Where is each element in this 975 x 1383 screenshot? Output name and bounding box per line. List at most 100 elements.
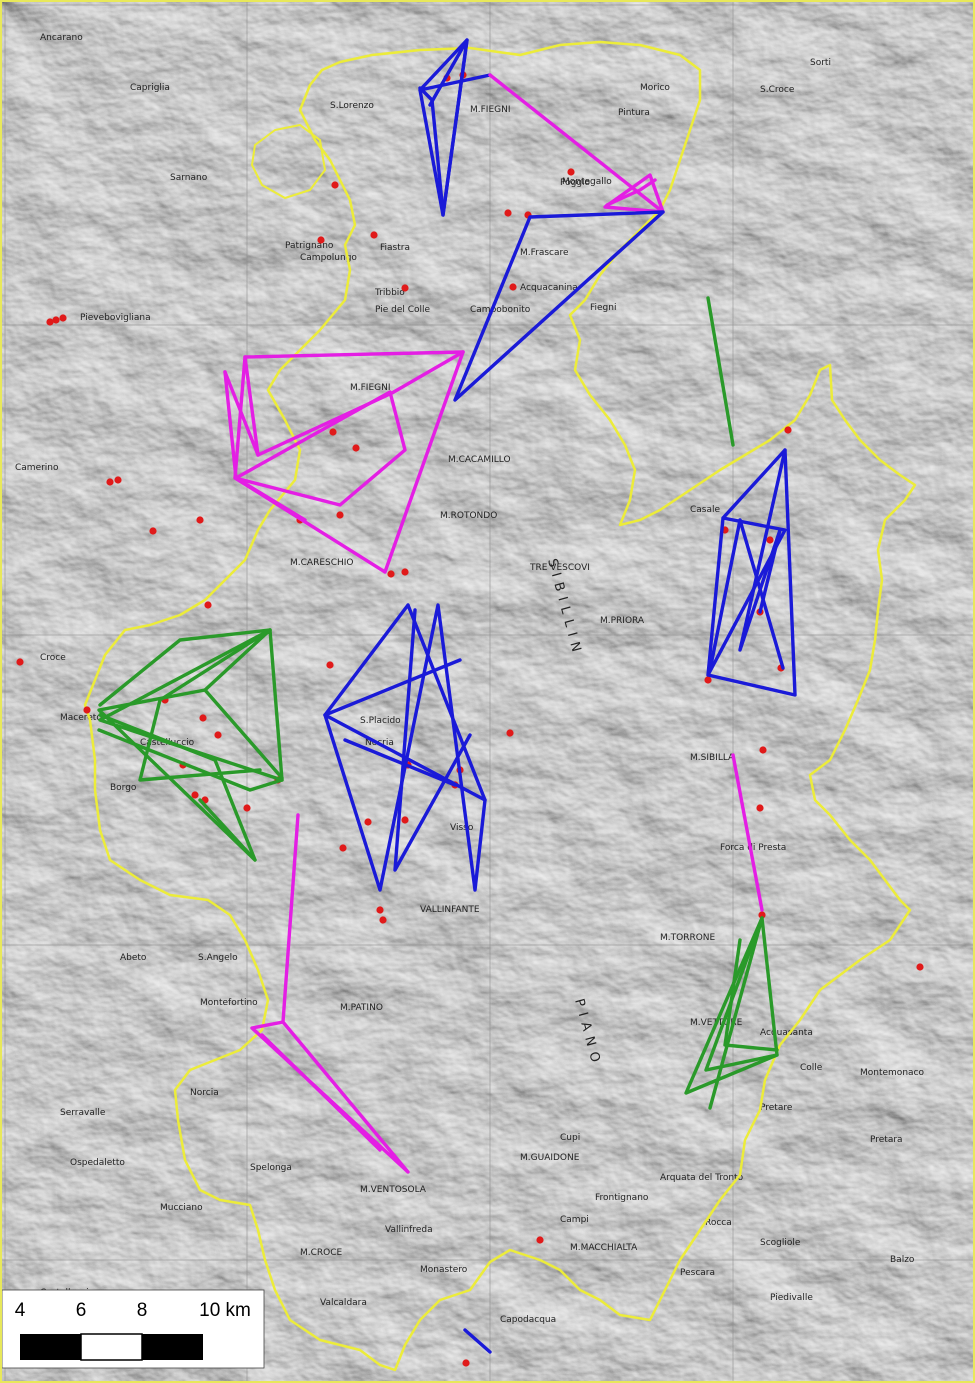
place-label: M.PATINO [340, 1003, 383, 1013]
place-label: Balzo [890, 1255, 915, 1265]
place-label: Spelonga [250, 1163, 292, 1173]
survey-point [536, 1236, 544, 1244]
place-label: Scogliole [760, 1238, 801, 1248]
place-label: Frontignano [595, 1193, 649, 1203]
survey-point [191, 791, 199, 799]
survey-point [506, 729, 514, 737]
green-transect [704, 916, 779, 1072]
survey-point [462, 1359, 470, 1367]
place-label: Campi [560, 1215, 589, 1225]
survey-point [784, 426, 792, 434]
blue-transect [453, 210, 665, 402]
place-label: Fiegni [590, 303, 616, 313]
place-label: Casale [690, 505, 721, 515]
place-label: Mucciano [160, 1203, 203, 1213]
place-label: Pintura [618, 108, 650, 118]
place-label: Ancarano [40, 33, 83, 43]
place-label: S.Lorenzo [330, 101, 374, 111]
survey-point [567, 168, 575, 176]
blue-transect [323, 658, 462, 717]
place-label: M.MACCHIALTA [570, 1243, 638, 1253]
place-label: Campolungo [300, 253, 357, 263]
magenta-transect [605, 178, 657, 207]
survey-point [329, 428, 337, 436]
place-label: Vallinfreda [385, 1225, 433, 1235]
place-label: Montemonaco [860, 1068, 924, 1078]
blue-transect [428, 38, 469, 217]
survey-point [114, 476, 122, 484]
place-label: Sorti [810, 58, 831, 68]
magenta-transect [250, 813, 410, 1174]
survey-point [758, 911, 766, 919]
magenta-transect [731, 753, 764, 912]
survey-point [243, 804, 251, 812]
survey-point [504, 209, 512, 217]
survey-point [339, 844, 347, 852]
magenta-transect [488, 73, 665, 214]
place-label: TRE VESCOVI [529, 563, 590, 573]
green-transect [198, 798, 257, 862]
park-boundary [83, 40, 917, 1372]
survey-point [326, 661, 334, 669]
survey-point [704, 676, 712, 684]
place-label: Ospedaletto [70, 1158, 125, 1168]
place-label: M.PRIORA [600, 616, 645, 626]
blue-transect [738, 518, 785, 670]
magenta-transect [223, 370, 260, 457]
survey-point [916, 963, 924, 971]
place-label: VALLINFANTE [420, 905, 480, 915]
survey-point [199, 714, 207, 722]
place-label: Patrignano [285, 241, 334, 251]
place-label: M.CROCE [300, 1248, 343, 1258]
place-label: Serravalle [60, 1108, 106, 1118]
place-label: M.TORRONE [660, 933, 716, 943]
scale-tick-6: 6 [76, 1300, 87, 1321]
place-label: Sarnano [170, 173, 208, 183]
place-label: Capodacqua [500, 1315, 556, 1325]
place-label: Montegallo [562, 177, 612, 187]
magenta-transect [243, 350, 465, 457]
place-label: Tribbio [374, 288, 405, 298]
place-label: Poggio [560, 178, 591, 188]
survey-point [364, 818, 372, 826]
survey-point [759, 746, 767, 754]
blue-transect [463, 1328, 492, 1354]
place-label: M.FIEGNI [350, 383, 391, 393]
place-label: Visso [450, 823, 474, 833]
place-label: M.CARESCHIO [290, 558, 354, 568]
place-label: M.Frascare [520, 248, 569, 258]
survey-point [204, 601, 212, 609]
survey-point [106, 478, 114, 486]
blue-transect [418, 86, 445, 215]
place-label: Camerino [15, 463, 59, 473]
place-label: Norcia [190, 1088, 219, 1098]
place-label: Pievebovigliana [80, 313, 151, 323]
magenta-transect [260, 1033, 382, 1152]
survey-point [83, 706, 91, 714]
survey-point [401, 568, 409, 576]
survey-point [331, 181, 339, 189]
green-transect [97, 728, 284, 792]
survey-point [756, 804, 764, 812]
place-label: M.ROTONDO [440, 511, 497, 521]
scale-tick-4: 4 [15, 1300, 26, 1321]
survey-point [336, 511, 344, 519]
place-label: Abeto [120, 953, 147, 963]
green-transect [203, 688, 284, 780]
place-label: Borgo [110, 783, 137, 793]
place-label: Capriglia [130, 83, 170, 93]
place-label: Pescara [680, 1268, 715, 1278]
green-transect [98, 628, 272, 707]
survey-point [214, 731, 222, 739]
place-label: Croce [40, 653, 66, 663]
survey-point [16, 658, 24, 666]
place-label: Acquacanina [520, 283, 578, 293]
place-label: Campobonito [470, 305, 531, 315]
place-label: Pretara [870, 1135, 903, 1145]
place-label: S.Croce [760, 85, 795, 95]
survey-point [509, 283, 517, 291]
